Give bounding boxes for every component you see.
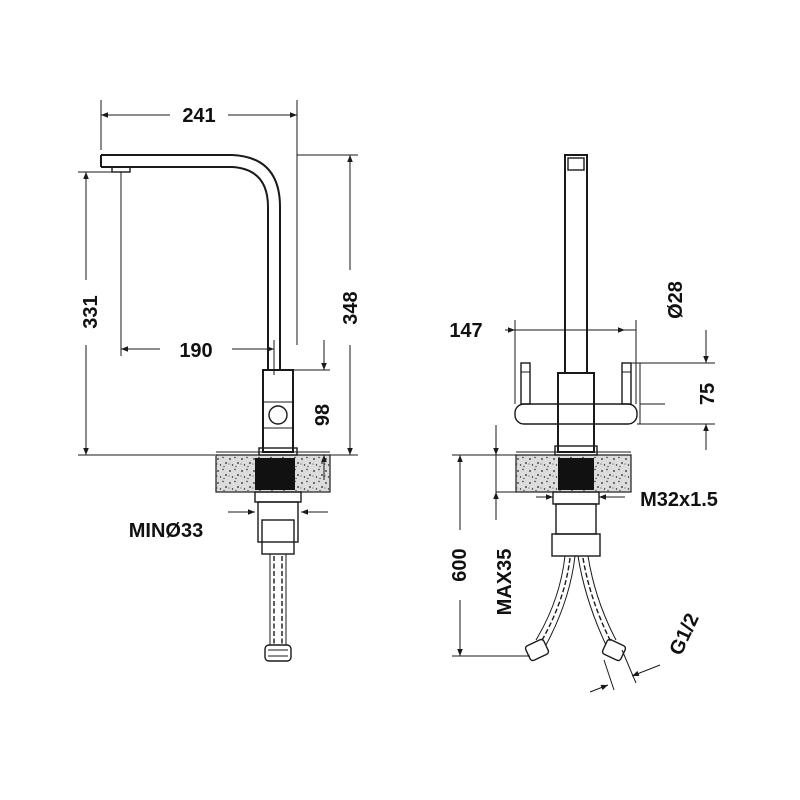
dimension-75 — [631, 330, 715, 450]
dimension-min-hole-label: MINØ33 — [129, 520, 203, 542]
mount-front — [524, 491, 627, 662]
dimension-241 — [100, 100, 298, 345]
dimension-600 — [452, 454, 530, 657]
spout-side — [100, 154, 281, 370]
mount-side — [254, 491, 302, 662]
dimension-190 — [120, 172, 275, 375]
dimension-98-label: 98 — [312, 404, 334, 426]
dimension-147 — [505, 320, 637, 404]
body-side — [258, 369, 298, 456]
body-front — [514, 362, 638, 456]
dimension-max-thickness — [493, 425, 516, 520]
dimension-147-label: 147 — [449, 320, 482, 342]
dimension-connection — [589, 649, 661, 693]
front-view: 147 Ø28 75 M32x1.5 600 — [449, 154, 719, 693]
dimension-348-label: 348 — [340, 291, 362, 324]
dimension-max-thickness-label: MAX35 — [494, 549, 516, 616]
dimension-331-label: 331 — [80, 295, 102, 328]
dimension-diameter-28-label: Ø28 — [665, 281, 687, 319]
dimension-98 — [293, 340, 330, 480]
spout-front — [564, 154, 588, 374]
dimension-thread-label: M32x1.5 — [640, 489, 718, 511]
dimension-190-label: 190 — [179, 340, 212, 362]
countertop-right — [515, 451, 632, 493]
dimension-331 — [78, 171, 215, 456]
dimension-600-label: 600 — [449, 548, 471, 581]
dimension-241-label: 241 — [182, 105, 215, 127]
dimension-connection-label: G1/2 — [665, 610, 703, 659]
dimension-348 — [297, 154, 358, 456]
side-view: 241 331 190 348 — [78, 100, 362, 662]
dimension-75-label: 75 — [697, 383, 719, 405]
countertop-left — [215, 451, 331, 493]
